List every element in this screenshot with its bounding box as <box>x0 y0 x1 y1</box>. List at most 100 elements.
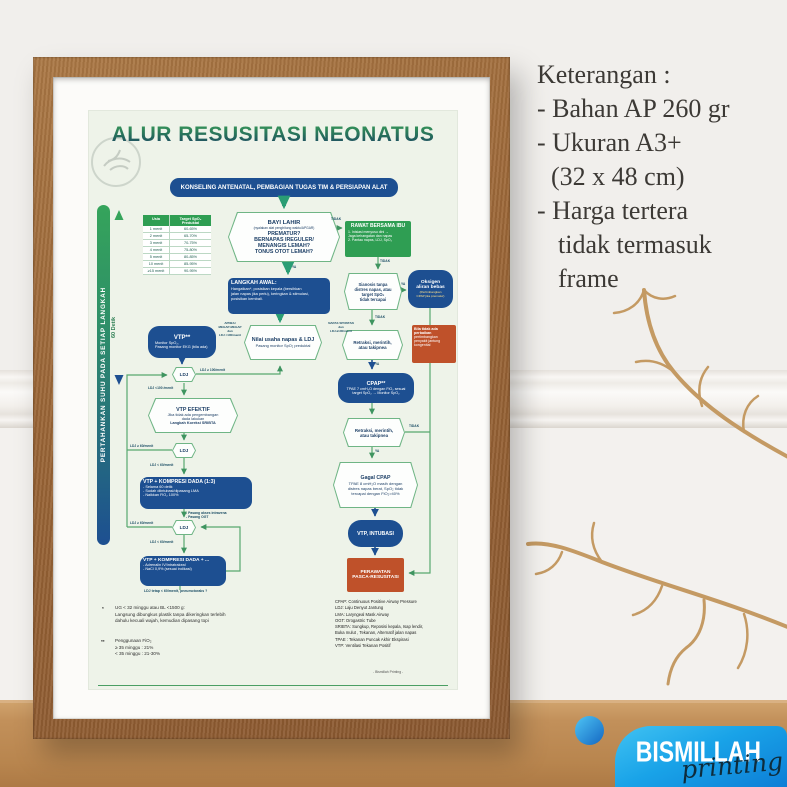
keterangan-line: - Ukuran A3+ <box>537 128 682 157</box>
gagal-body: TPAE 8 cmH₂O masih dengan distres napas … <box>347 480 404 496</box>
vtp-efektif-title: VTP EFEKTIF <box>176 406 210 413</box>
table-row: ≥15 menit 90-95% <box>143 268 211 275</box>
kompresi2-node: VTP + KOMPRESI DADA + ... - Adrenalin IV… <box>140 556 226 586</box>
cell: 4 menit <box>143 247 170 253</box>
rawat-body: 1. Inisiasi menyusu dini → Jaga kehangat… <box>348 230 393 242</box>
label-tidak: TIDAK <box>380 259 391 263</box>
label-ldj-ge60: LDJ ≥ 60/menit <box>130 444 154 448</box>
label-napas-spontan: NAPAS SPONTAN dan LDJ ≥100/menit <box>328 321 354 333</box>
abbreviation-list: CPAP: Continuous Positive Airway Pressur… <box>335 599 457 649</box>
abbr-line: OGT: Orogastric Tube <box>335 617 376 623</box>
ldj-label: LDJ <box>179 525 189 530</box>
bayi-lahir-body: PREMATUR? BERNAPAS IREGULER/ MENANGIS LE… <box>254 230 314 255</box>
nilai-sub: Pasang monitor SpO₂ preduktal <box>255 343 311 348</box>
intubasi-node: VTP, INTUBASI <box>348 520 403 547</box>
ldj-label: LDJ <box>179 372 189 377</box>
gagal-cpap-node: Gagal CPAP TPAE 8 cmH₂O masih dengan dis… <box>333 462 418 508</box>
cell: 65-70% <box>183 234 198 238</box>
label-ldj-ge100: LDJ ≥ 100/menit <box>200 368 226 372</box>
ldj-node-1: LDJ <box>172 367 196 382</box>
vtp-efektif-body: Jika tidak ada pengembangan dada lakukan <box>167 412 219 421</box>
rawat-node: RAWAT BERSAMA IBU 1. Inisiasi menyusu di… <box>345 221 411 257</box>
vtp-efektif-bold: Langkah Koreksi SRIBTA <box>170 420 216 425</box>
jantung-kongenital-node: Bila tidak ada perbaikan pertimbangkan p… <box>412 325 456 363</box>
col-usia: Usia <box>143 215 170 226</box>
footnote-star1: * <box>102 606 104 611</box>
brand-name: BISMILLAH <box>635 735 761 768</box>
rawat-title: RAWAT BERSAMA IBU <box>350 223 406 229</box>
cpap-title: CPAP** <box>366 381 386 387</box>
table-row: 2 menit 65-70% <box>143 233 211 240</box>
cell: 85-95% <box>183 262 198 266</box>
cpap-body: TPAE 7 cmH₂O dengan FiO₂ sesuai target S… <box>346 387 406 395</box>
langkah-awal-node: LANGKAH AWAL: Hangatkan*, posisikan kepa… <box>228 278 330 314</box>
table-row: 1 menit 60-65% <box>143 226 211 233</box>
oksigen-sub: (Pertimbangkan CPAP jika prematur) <box>416 290 445 298</box>
oksigen-title: Oksigen aliran bebas <box>416 280 445 290</box>
ldj-node-3: LDJ <box>172 520 196 535</box>
frame-mat: ALUR RESUSITASI NEONATUS KONSELING ANTEN… <box>53 77 490 719</box>
vtp-body: Monitor SpO₂, Pasang monitor EKG (bila a… <box>155 341 208 349</box>
intubasi-label: VTP, INTUBASI <box>357 530 394 537</box>
langkah-body: Hangatkan*, posisikan kepala (bersihkan … <box>231 286 309 301</box>
label-apnea: APNEA/ MEGAP-MEGAP dan LDJ <100/menit <box>218 321 242 337</box>
vtp-title: VTP** <box>173 335 191 341</box>
poster-title: ALUR RESUSITASI NEONATUS <box>88 123 458 147</box>
keterangan-line: frame <box>558 264 619 293</box>
kompresi1-body: - Selama 60 detik - Sudah diintubasi/dip… <box>143 485 199 497</box>
cell: ≥15 menit <box>143 268 170 274</box>
ldj-label: LDJ <box>179 448 189 453</box>
keterangan-line: - Bahan AP 260 gr <box>537 94 730 123</box>
poster-credit: - Bismillah Printing - <box>373 670 404 674</box>
perawatan-node: PERAWATAN PASCA-RESUSITASI <box>347 558 404 592</box>
label-tidak: TIDAK <box>331 217 342 221</box>
abbr-line: SRIBTA: Sungkup, Reposisi kepala, Isap l… <box>335 624 424 630</box>
sianosis-node: Sianosis tanpa distres napas, atau targe… <box>344 273 402 310</box>
vtp-node: VTP** Monitor SpO₂, Pasang monitor EKG (… <box>148 326 216 358</box>
cell: 60-65% <box>183 227 198 231</box>
blue-dot-decoration <box>575 716 604 745</box>
abbr-line: CPAP: Continuous Positive Airway Pressur… <box>335 599 417 604</box>
abbr-line: TPAE : Tekanan Puncak Akhir Ekspirasi <box>335 636 409 642</box>
kompresi2-title: VTP + KOMPRESI DADA + ... <box>143 558 210 563</box>
retraksi-text: Retraksi, merintih, atau takipnea <box>353 340 392 350</box>
label-ldj-ge60: LDJ ≥ 60/menit <box>130 521 154 525</box>
label-ldj-lt60: LDJ < 60/menit <box>150 540 174 544</box>
perawatan-label: PERAWATAN PASCA-RESUSITASI <box>352 570 399 580</box>
bayi-lahir-title: BAYI LAHIR <box>267 219 301 226</box>
cell: 1 menit <box>143 226 170 232</box>
spo2-table-header: Usia Target SpO₂ Preduktal <box>143 215 211 226</box>
iv-note: - Pasang akses intravena - Pasang OGT <box>186 511 227 519</box>
keterangan-line: (32 x 48 cm) <box>551 162 685 191</box>
abbr-line: LMA: Laryngeal Mask Airway <box>335 611 389 617</box>
suhu-sidebar: PERTAHANKAN SUHU PADA SETIAP LANGKAH <box>97 205 110 545</box>
cell: 80-85% <box>183 255 198 259</box>
footnote-text2: Penggunaan FiO₂ ≥ 35 minggu : 21% < 35 m… <box>115 638 161 657</box>
poster-footer-line <box>98 685 448 686</box>
footnote-text1: UG < 32 minggu atau BL <1500 g: Langsung… <box>115 605 226 624</box>
poster-watermark-logo <box>91 137 141 187</box>
abbr-line: VTP: Ventilasi Tekanan Positif <box>335 643 391 649</box>
product-description: Keterangan : - Bahan AP 260 gr - Ukuran … <box>537 58 787 296</box>
gagal-title: Gagal CPAP <box>360 474 391 481</box>
abbr-line: Buka mulut , Tekanan, Alternatif jalan n… <box>335 630 417 636</box>
keterangan-line: - Harga tertera <box>537 196 689 225</box>
vtp-efektif-node: VTP EFEKTIF Jika tidak ada pengembangan … <box>148 398 238 433</box>
label-tidak: TIDAK <box>409 424 420 428</box>
keterangan-title: Keterangan : <box>537 60 671 89</box>
wooden-frame: ALUR RESUSITASI NEONATUS KONSELING ANTEN… <box>33 57 510 739</box>
retraksi-node-2: Retraksi, merintih, atau takipnea <box>343 418 405 447</box>
label-ya: YA <box>375 449 380 453</box>
ldj-node-2: LDJ <box>172 443 196 458</box>
langkah-title: LANGKAH AWAL: <box>231 280 277 286</box>
poster: ALUR RESUSITASI NEONATUS KONSELING ANTEN… <box>88 110 458 690</box>
spo2-table: Usia Target SpO₂ Preduktal 1 menit 60-65%… <box>143 215 211 275</box>
cell: 2 menit <box>143 233 170 239</box>
retraksi-node-1: Retraksi, merintih, atau takipnea <box>342 330 403 360</box>
cell: 90-95% <box>183 269 198 273</box>
